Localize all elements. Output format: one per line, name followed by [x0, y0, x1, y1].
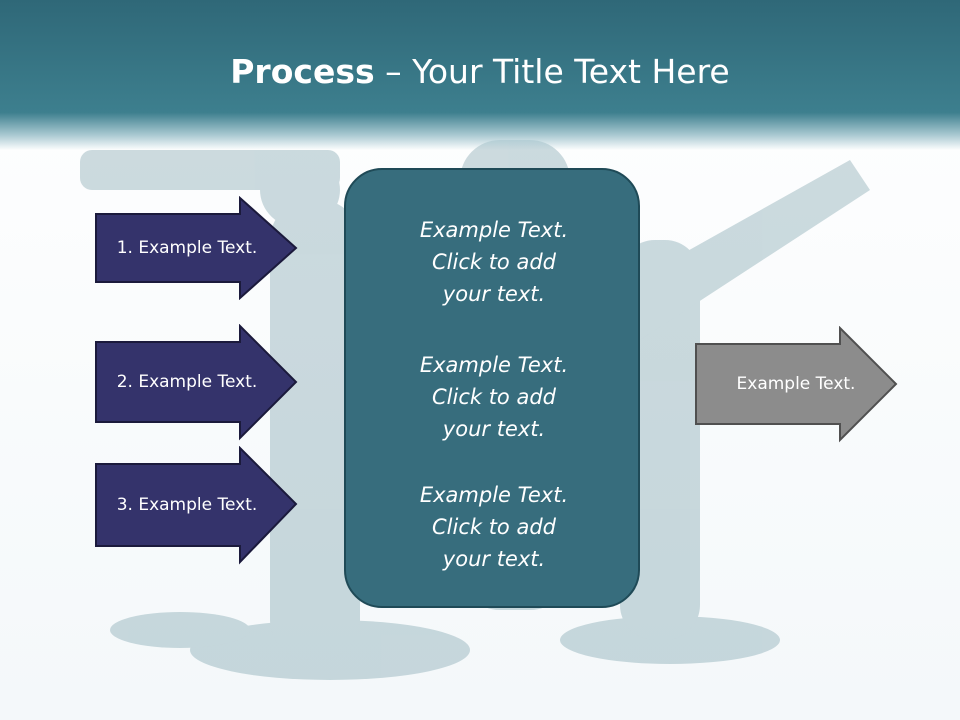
title-bold: Process: [230, 52, 375, 91]
step-arrow-2: [95, 324, 298, 441]
center-item-3-line1: Example Text.: [419, 483, 569, 507]
step-label-1: 1. Example Text.: [116, 238, 258, 258]
center-item-2-line1: Example Text.: [419, 353, 569, 377]
center-item-2-line2: Click to add: [431, 385, 556, 409]
center-item-1-line2: Click to add: [431, 250, 556, 274]
center-item-2: Example Text. Click to add your text.: [346, 349, 642, 445]
center-item-3: Example Text. Click to add your text.: [346, 479, 642, 575]
center-content-box: Example Text. Click to add your text. Ex…: [344, 168, 640, 608]
center-item-3-line3: your text.: [442, 547, 546, 571]
output-label: Example Text.: [736, 374, 856, 394]
step-label-2: 2. Example Text.: [116, 372, 258, 392]
output-arrow: [695, 326, 898, 443]
header-band: [0, 0, 960, 150]
center-item-2-line3: your text.: [442, 417, 546, 441]
center-item-3-line2: Click to add: [431, 515, 556, 539]
step-arrow-3: [95, 446, 298, 565]
title-rest: – Your Title Text Here: [374, 52, 730, 91]
page-title: Process – Your Title Text Here: [0, 52, 960, 91]
center-item-1-line3: your text.: [442, 282, 546, 306]
center-item-1: Example Text. Click to add your text.: [346, 214, 642, 310]
step-arrow-1: [95, 196, 298, 300]
step-label-3: 3. Example Text.: [116, 495, 258, 515]
center-item-1-line1: Example Text.: [419, 218, 569, 242]
